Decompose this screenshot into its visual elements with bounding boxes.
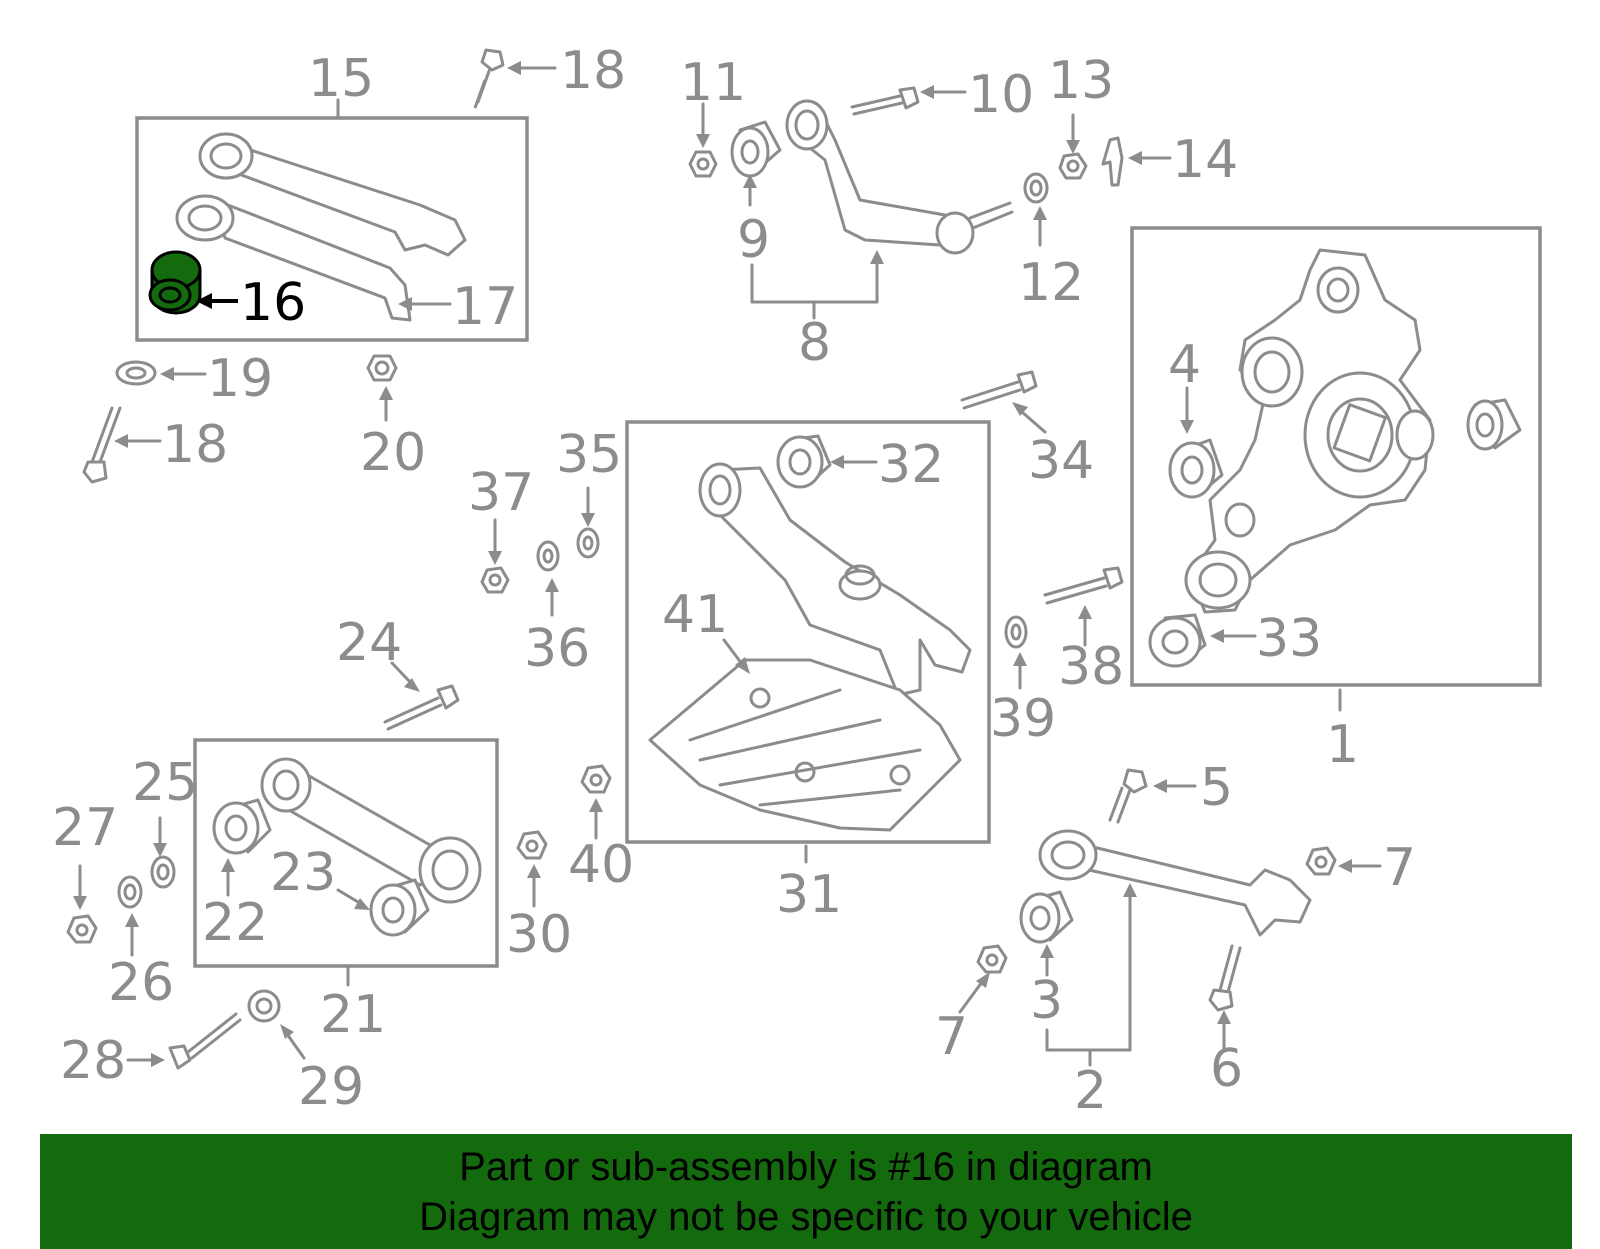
nut-11	[688, 150, 718, 178]
bolt-28	[168, 1012, 242, 1070]
callout-40: 40	[568, 835, 634, 895]
callout-14: 14	[1172, 130, 1238, 190]
callout-11: 11	[680, 53, 746, 113]
callout-23: 23	[270, 843, 336, 903]
callout-13: 13	[1048, 51, 1114, 111]
group-box-1	[1130, 226, 1542, 687]
nut-27	[66, 914, 98, 944]
callout-36: 36	[524, 619, 590, 679]
banner-line-part: Part or sub-assembly is #16 in diagram	[459, 1144, 1153, 1189]
bolt-6	[1208, 944, 1242, 1012]
callout-1: 1	[1326, 715, 1359, 775]
callout-15: 15	[308, 49, 374, 109]
callout-41: 41	[662, 585, 728, 645]
bushing-32	[776, 434, 832, 489]
washer-35	[576, 527, 600, 559]
trailing-arm	[175, 194, 412, 322]
bushing-22	[212, 798, 272, 855]
callout-5: 5	[1200, 758, 1233, 818]
nut-7-lower	[976, 944, 1008, 974]
callout-2: 2	[1074, 1061, 1107, 1121]
bushing-16-highlighted	[148, 250, 202, 315]
nut-7-right	[1305, 846, 1337, 876]
lateral-link	[260, 757, 482, 904]
nut-30	[516, 830, 548, 860]
washer-25	[150, 855, 176, 889]
bushing-33	[1148, 613, 1207, 668]
bushing-4	[1168, 438, 1224, 499]
upper-control-arm	[198, 132, 467, 257]
callout-8: 8	[798, 313, 831, 373]
banner-line-disclaimer: Diagram may not be specific to your vehi…	[419, 1194, 1193, 1239]
callout-30: 30	[506, 905, 572, 965]
nut-37	[480, 566, 510, 594]
splash-shield	[648, 658, 962, 832]
callout-37: 37	[468, 463, 534, 523]
callout-3: 3	[1030, 971, 1063, 1031]
callout-21: 21	[320, 985, 386, 1045]
callout-22: 22	[202, 893, 268, 953]
lower-link-arm	[1038, 829, 1312, 937]
callout-29: 29	[298, 1057, 364, 1117]
bushing-3	[1019, 890, 1074, 944]
callout-7-lower: 7	[935, 1007, 968, 1067]
nut-20	[366, 354, 398, 382]
callout-4: 4	[1168, 335, 1201, 395]
lower-control-arm	[698, 462, 972, 697]
callout-26: 26	[108, 953, 174, 1013]
callout-18-top: 18	[560, 41, 626, 101]
callout-28: 28	[60, 1031, 126, 1091]
upper-control-arm-8	[785, 99, 1014, 255]
nut-13	[1058, 152, 1088, 180]
callout-18-lower: 18	[162, 415, 228, 475]
knuckle	[1184, 248, 1435, 614]
bolt-18-lower	[82, 406, 122, 484]
callout-25: 25	[132, 753, 198, 813]
callout-33: 33	[1256, 609, 1322, 669]
callout-10: 10	[968, 65, 1034, 125]
callout-38: 38	[1058, 637, 1124, 697]
bolt-10	[850, 86, 920, 116]
callout-34: 34	[1028, 431, 1094, 491]
callout-31: 31	[776, 865, 842, 925]
info-banner: Part or sub-assembly is #16 in diagram D…	[40, 1134, 1572, 1249]
washer-19	[115, 360, 157, 386]
washer-29	[247, 989, 281, 1023]
group-box-15	[135, 116, 529, 342]
callout-35: 35	[556, 425, 622, 485]
bushing-9	[730, 120, 782, 178]
callout-20: 20	[360, 423, 426, 483]
callout-27: 27	[52, 798, 118, 858]
callout-17: 17	[452, 277, 518, 337]
callout-9: 9	[737, 210, 770, 270]
bolt-24	[383, 684, 460, 731]
callout-19: 19	[207, 349, 273, 409]
washer-36	[536, 540, 560, 572]
bolt-38	[1043, 566, 1124, 605]
bolt-5	[1108, 768, 1148, 824]
washer-39	[1004, 615, 1028, 649]
callout-16: 16	[240, 273, 306, 333]
bushing-23	[369, 878, 430, 937]
callout-32: 32	[878, 435, 944, 495]
callout-39: 39	[990, 689, 1056, 749]
bolt-18-top	[473, 48, 505, 109]
group-box-21	[193, 738, 499, 968]
callout-6: 6	[1210, 1039, 1243, 1099]
bolt-34	[960, 370, 1038, 410]
callout-24: 24	[336, 613, 402, 673]
bushing-knuckle-right	[1466, 398, 1522, 451]
callout-7-right: 7	[1383, 838, 1416, 898]
clip-14	[1101, 136, 1124, 187]
callout-12: 12	[1018, 253, 1084, 313]
washer-12	[1023, 172, 1049, 204]
group-box-31	[625, 420, 991, 844]
nut-40	[580, 764, 612, 794]
washer-26	[117, 875, 143, 909]
